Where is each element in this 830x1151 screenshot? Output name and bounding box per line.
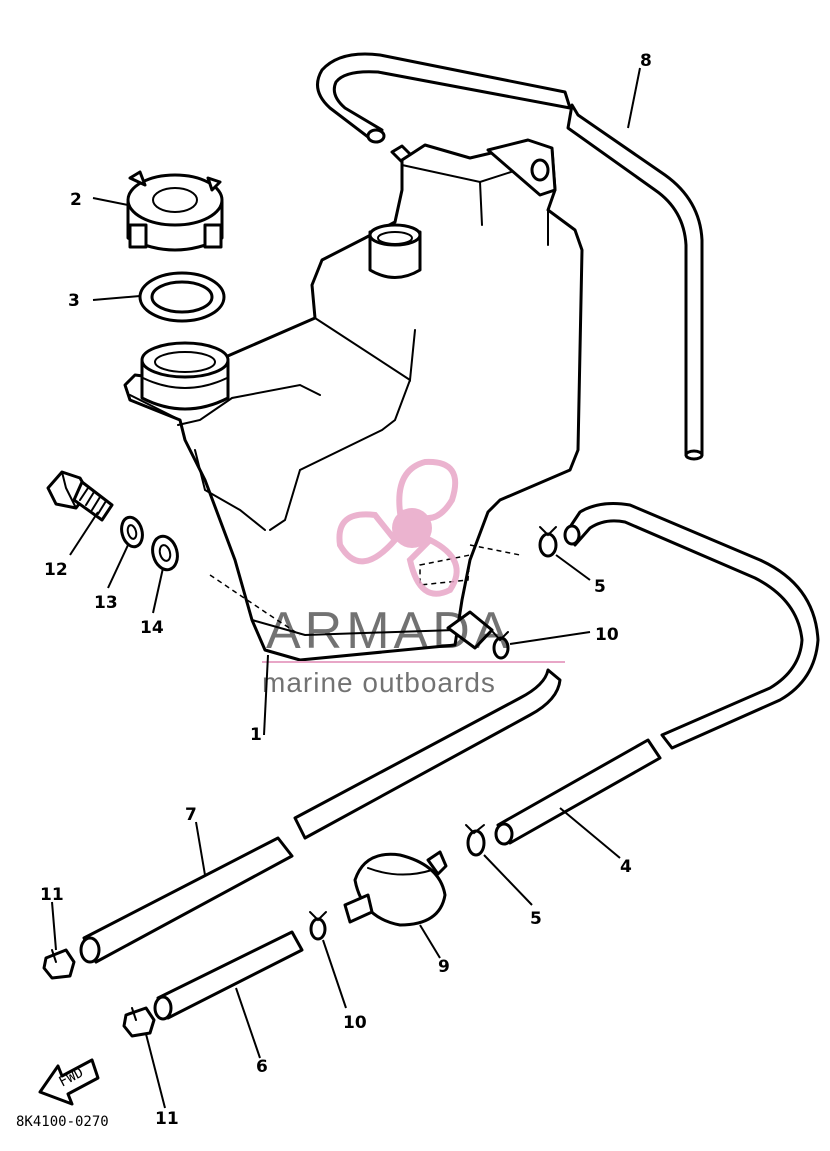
callout-3: 3: [68, 291, 80, 311]
callout-4: 4: [620, 857, 632, 877]
callout-11a: 11: [40, 885, 64, 905]
cap-gasket: [138, 271, 226, 323]
callout-5a: 5: [594, 577, 606, 597]
watermark-subtitle: marine outboards: [262, 667, 496, 698]
callout-2: 2: [70, 190, 82, 210]
forward-arrow-icon: FWD: [38, 1058, 100, 1106]
hose-8: [316, 52, 704, 461]
watermark-title: ARMADA: [266, 602, 512, 660]
hose-clamp-11-upper: [42, 948, 76, 980]
hose-clip-10-upper: [492, 631, 510, 660]
watermark-logo: [336, 458, 460, 597]
leader-lines: [51, 67, 641, 1109]
hose-7: [79, 668, 562, 964]
bolt-12: [46, 470, 114, 522]
callout-7: 7: [185, 805, 197, 825]
hose-clip-10-lower: [309, 911, 327, 941]
callout-11b: 11: [155, 1109, 179, 1129]
hose-4: [494, 502, 820, 846]
callout-9: 9: [438, 957, 450, 977]
callout-13: 13: [94, 593, 118, 613]
diagram-code: 8K4100-0270: [16, 1114, 109, 1130]
reservoir-tank: [123, 138, 584, 662]
callout-1: 1: [250, 725, 262, 745]
callout-10b: 10: [343, 1013, 367, 1033]
hose-clip-5-lower: [465, 824, 486, 857]
callout-8: 8: [640, 51, 652, 71]
callout-6: 6: [256, 1057, 268, 1077]
flat-washer: [151, 534, 179, 572]
tank-cap: [126, 170, 224, 252]
callouts: 1 2 3 4 5 5 6 7 8 9 10 10 11 11 12 13 14: [40, 51, 652, 1129]
hose-6: [153, 930, 304, 1021]
callout-12: 12: [44, 560, 68, 580]
callout-10a: 10: [595, 625, 619, 645]
callout-14: 14: [140, 618, 164, 638]
inline-filter: [343, 850, 448, 927]
callout-5b: 5: [530, 909, 542, 929]
hose-clip-5-upper: [538, 526, 558, 558]
lock-washer: [120, 515, 144, 549]
hose-clamp-11-lower: [122, 1006, 156, 1038]
